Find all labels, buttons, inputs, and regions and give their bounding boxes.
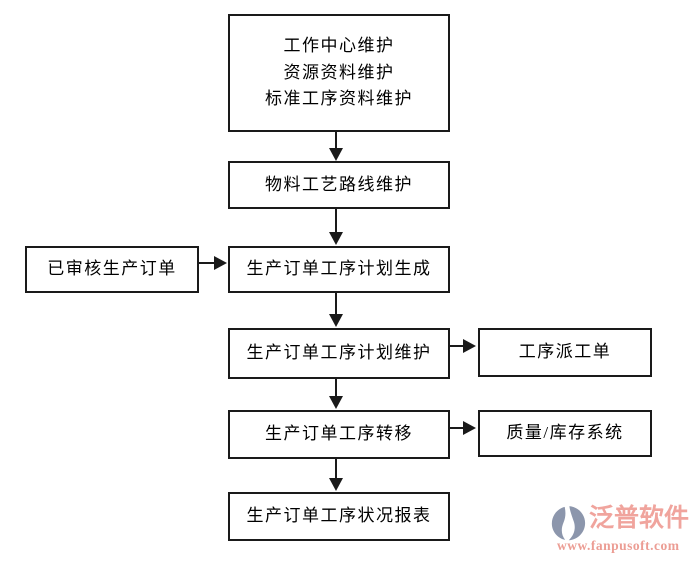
node-routing-label: 物料工艺路线维护	[265, 174, 413, 194]
arrow-down-icon	[329, 148, 343, 161]
node-master-data-line2: 资源资料维护	[283, 62, 395, 82]
node-dispatch-order: 工序派工单	[478, 328, 652, 377]
node-status-report: 生产订单工序状况报表	[228, 492, 450, 541]
arrow-right-icon	[463, 339, 476, 353]
node-plan-maintain: 生产订单工序计划维护	[228, 328, 450, 379]
arrow-down-icon	[329, 396, 343, 409]
arrow-right-icon	[463, 421, 476, 435]
arrow-transfer-to-report-stem	[335, 459, 337, 479]
watermark-brand-text: 泛普软件	[589, 505, 690, 532]
node-process-transfer-label: 生产订单工序转移	[265, 424, 413, 444]
node-plan-generate-label: 生产订单工序计划生成	[246, 259, 432, 279]
arrow-down-icon	[329, 478, 343, 491]
node-approved-order-label: 已审核生产订单	[47, 259, 177, 279]
node-plan-generate: 生产订单工序计划生成	[228, 246, 450, 293]
node-process-transfer: 生产订单工序转移	[228, 410, 450, 459]
arrow-generate-to-maintain-stem	[335, 293, 337, 315]
node-quality-inventory: 质量/库存系统	[478, 410, 652, 457]
arrow-master-to-routing-stem	[335, 132, 337, 150]
node-plan-maintain-label: 生产订单工序计划维护	[246, 343, 432, 363]
watermark: 泛普软件 www.fanpusoft.com	[547, 502, 689, 558]
arrow-maintain-to-transfer-stem	[335, 379, 337, 397]
node-dispatch-order-label: 工序派工单	[518, 342, 612, 362]
arrow-down-icon	[329, 314, 343, 327]
node-master-data-line1: 工作中心维护	[283, 36, 395, 56]
node-quality-inventory-label: 质量/库存系统	[506, 423, 624, 443]
node-status-report-label: 生产订单工序状况报表	[246, 506, 432, 526]
arrow-maintain-to-dispatch-stem	[450, 345, 465, 347]
node-master-data: 工作中心维护 资源资料维护 标准工序资料维护	[228, 14, 450, 132]
arrow-routing-to-generate-stem	[335, 209, 337, 233]
arrow-transfer-to-quality-stem	[450, 427, 465, 429]
node-approved-order: 已审核生产订单	[25, 246, 199, 293]
arrow-down-icon	[329, 232, 343, 245]
arrow-approved-to-generate-stem	[199, 262, 216, 264]
watermark-url-text: www.fanpusoft.com	[557, 538, 680, 553]
fanpu-logo-icon	[551, 506, 586, 541]
arrow-right-icon	[214, 256, 227, 270]
node-routing: 物料工艺路线维护	[228, 161, 450, 209]
node-master-data-line3: 标准工序资料维护	[265, 89, 413, 109]
